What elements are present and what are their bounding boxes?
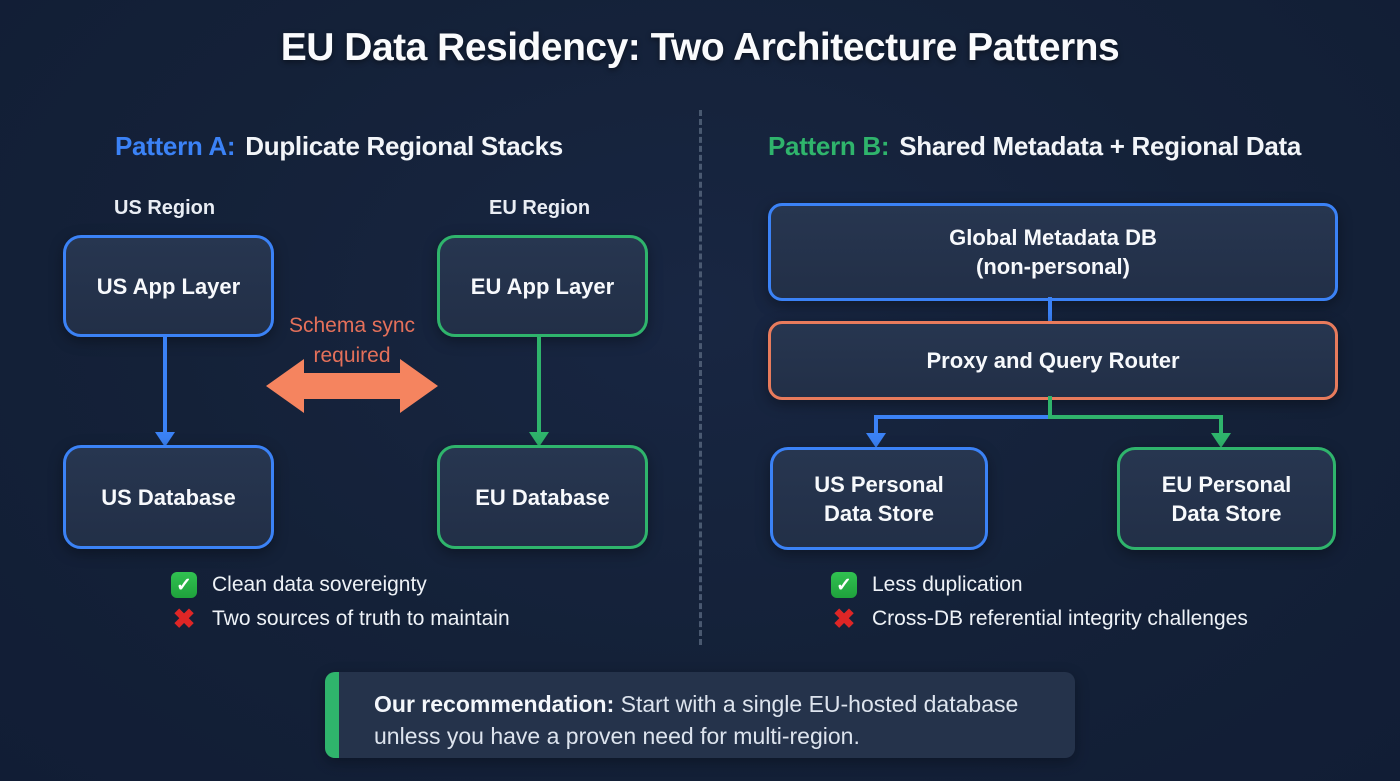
proxy-branch-stub bbox=[1048, 396, 1052, 417]
recommendation-line1-rest: Start with a single EU-hosted database bbox=[614, 691, 1019, 717]
us-personal-store-label-line1: US Personal bbox=[814, 471, 944, 497]
us-database-node: US Database bbox=[63, 445, 274, 549]
eu-personal-data-store-node: EU Personal Data Store bbox=[1117, 447, 1336, 550]
proxy-query-router-node: Proxy and Query Router bbox=[768, 321, 1338, 400]
eu-personal-store-label-line1: EU Personal bbox=[1161, 471, 1292, 497]
proxy-query-router-label: Proxy and Query Router bbox=[926, 348, 1180, 373]
global-to-proxy-connector bbox=[1048, 297, 1052, 321]
recommendation-callout: Our recommendation: Start with a single … bbox=[325, 672, 1075, 758]
eu-app-to-db-arrow-head bbox=[529, 432, 549, 447]
pattern-b-heading: Pattern B: Shared Metadata + Regional Dat… bbox=[768, 131, 1301, 162]
panel-divider bbox=[699, 110, 702, 645]
check-glyph: ✓ bbox=[176, 574, 192, 596]
schema-sync-line1: Schema sync bbox=[288, 314, 416, 337]
pattern-b-con-text: Cross-DB referential integrity challenge… bbox=[872, 607, 1248, 630]
pattern-a-pro-row: ✓ Clean data sovereignty bbox=[171, 572, 427, 598]
us-database-label: US Database bbox=[101, 484, 236, 510]
pattern-b-label: Pattern B: bbox=[768, 131, 890, 161]
eu-app-layer-node: EU App Layer bbox=[437, 235, 648, 337]
recommendation-line1: Our recommendation: Start with a single … bbox=[374, 688, 1059, 720]
us-app-to-db-arrow-head bbox=[155, 432, 175, 447]
recommendation-accent-bar bbox=[325, 672, 339, 758]
pattern-a-pro-text: Clean data sovereignty bbox=[212, 573, 427, 596]
schema-sync-note: Schema sync required bbox=[252, 311, 452, 371]
branch-left-arrow-head bbox=[866, 433, 886, 448]
eu-app-layer-label: EU App Layer bbox=[470, 273, 615, 299]
page-title: EU Data Residency: Two Architecture Patt… bbox=[280, 26, 1120, 69]
branch-right-arrow-head bbox=[1211, 433, 1231, 448]
pattern-a-title: Duplicate Regional Stacks bbox=[245, 131, 563, 161]
cross-icon: ✖ bbox=[832, 604, 856, 634]
branch-left-line bbox=[874, 415, 1050, 419]
pattern-b-pro-row: ✓ Less duplication bbox=[831, 572, 1023, 598]
eu-database-label: EU Database bbox=[475, 484, 610, 510]
branch-right-stem bbox=[1219, 415, 1223, 433]
pattern-b-title: Shared Metadata + Regional Data bbox=[899, 131, 1302, 161]
pattern-a-con-row: ✖ Two sources of truth to maintain bbox=[171, 604, 510, 634]
us-app-layer-label: US App Layer bbox=[96, 273, 241, 299]
us-app-layer-node: US App Layer bbox=[63, 235, 274, 337]
branch-right-line bbox=[1048, 415, 1223, 419]
us-app-to-db-arrow-stem bbox=[163, 334, 167, 432]
recommendation-label: Our recommendation: bbox=[374, 691, 615, 717]
schema-sync-double-arrow-icon bbox=[266, 359, 438, 413]
eu-database-node: EU Database bbox=[437, 445, 648, 549]
check-glyph: ✓ bbox=[836, 574, 852, 596]
pattern-a-con-text: Two sources of truth to maintain bbox=[212, 607, 510, 630]
pattern-a-heading: Pattern A: Duplicate Regional Stacks bbox=[115, 131, 563, 162]
check-icon: ✓ bbox=[831, 572, 857, 598]
branch-left-stem bbox=[874, 415, 878, 433]
pattern-b-con-row: ✖ Cross-DB referential integrity challen… bbox=[831, 604, 1248, 634]
recommendation-text: Our recommendation: Start with a single … bbox=[374, 688, 1059, 752]
global-metadata-db-label-line2: (non-personal) bbox=[976, 254, 1130, 279]
eu-app-to-db-arrow-stem bbox=[537, 334, 541, 432]
eu-region-label: EU Region bbox=[489, 197, 591, 219]
check-icon: ✓ bbox=[171, 572, 197, 598]
us-region-label: US Region bbox=[114, 197, 216, 219]
cross-icon: ✖ bbox=[172, 604, 196, 634]
us-personal-store-label-line2: Data Store bbox=[823, 500, 935, 526]
us-personal-data-store-node: US Personal Data Store bbox=[770, 447, 988, 550]
eu-personal-store-label-line2: Data Store bbox=[1171, 500, 1282, 526]
schema-sync-line2: required bbox=[313, 344, 391, 367]
global-metadata-db-node: Global Metadata DB (non-personal) bbox=[768, 203, 1338, 301]
recommendation-line2: unless you have a proven need for multi-… bbox=[374, 723, 860, 749]
global-metadata-db-label-line1: Global Metadata DB bbox=[949, 225, 1157, 250]
pattern-a-label: Pattern A: bbox=[115, 131, 236, 161]
pattern-b-pro-text: Less duplication bbox=[872, 573, 1023, 596]
